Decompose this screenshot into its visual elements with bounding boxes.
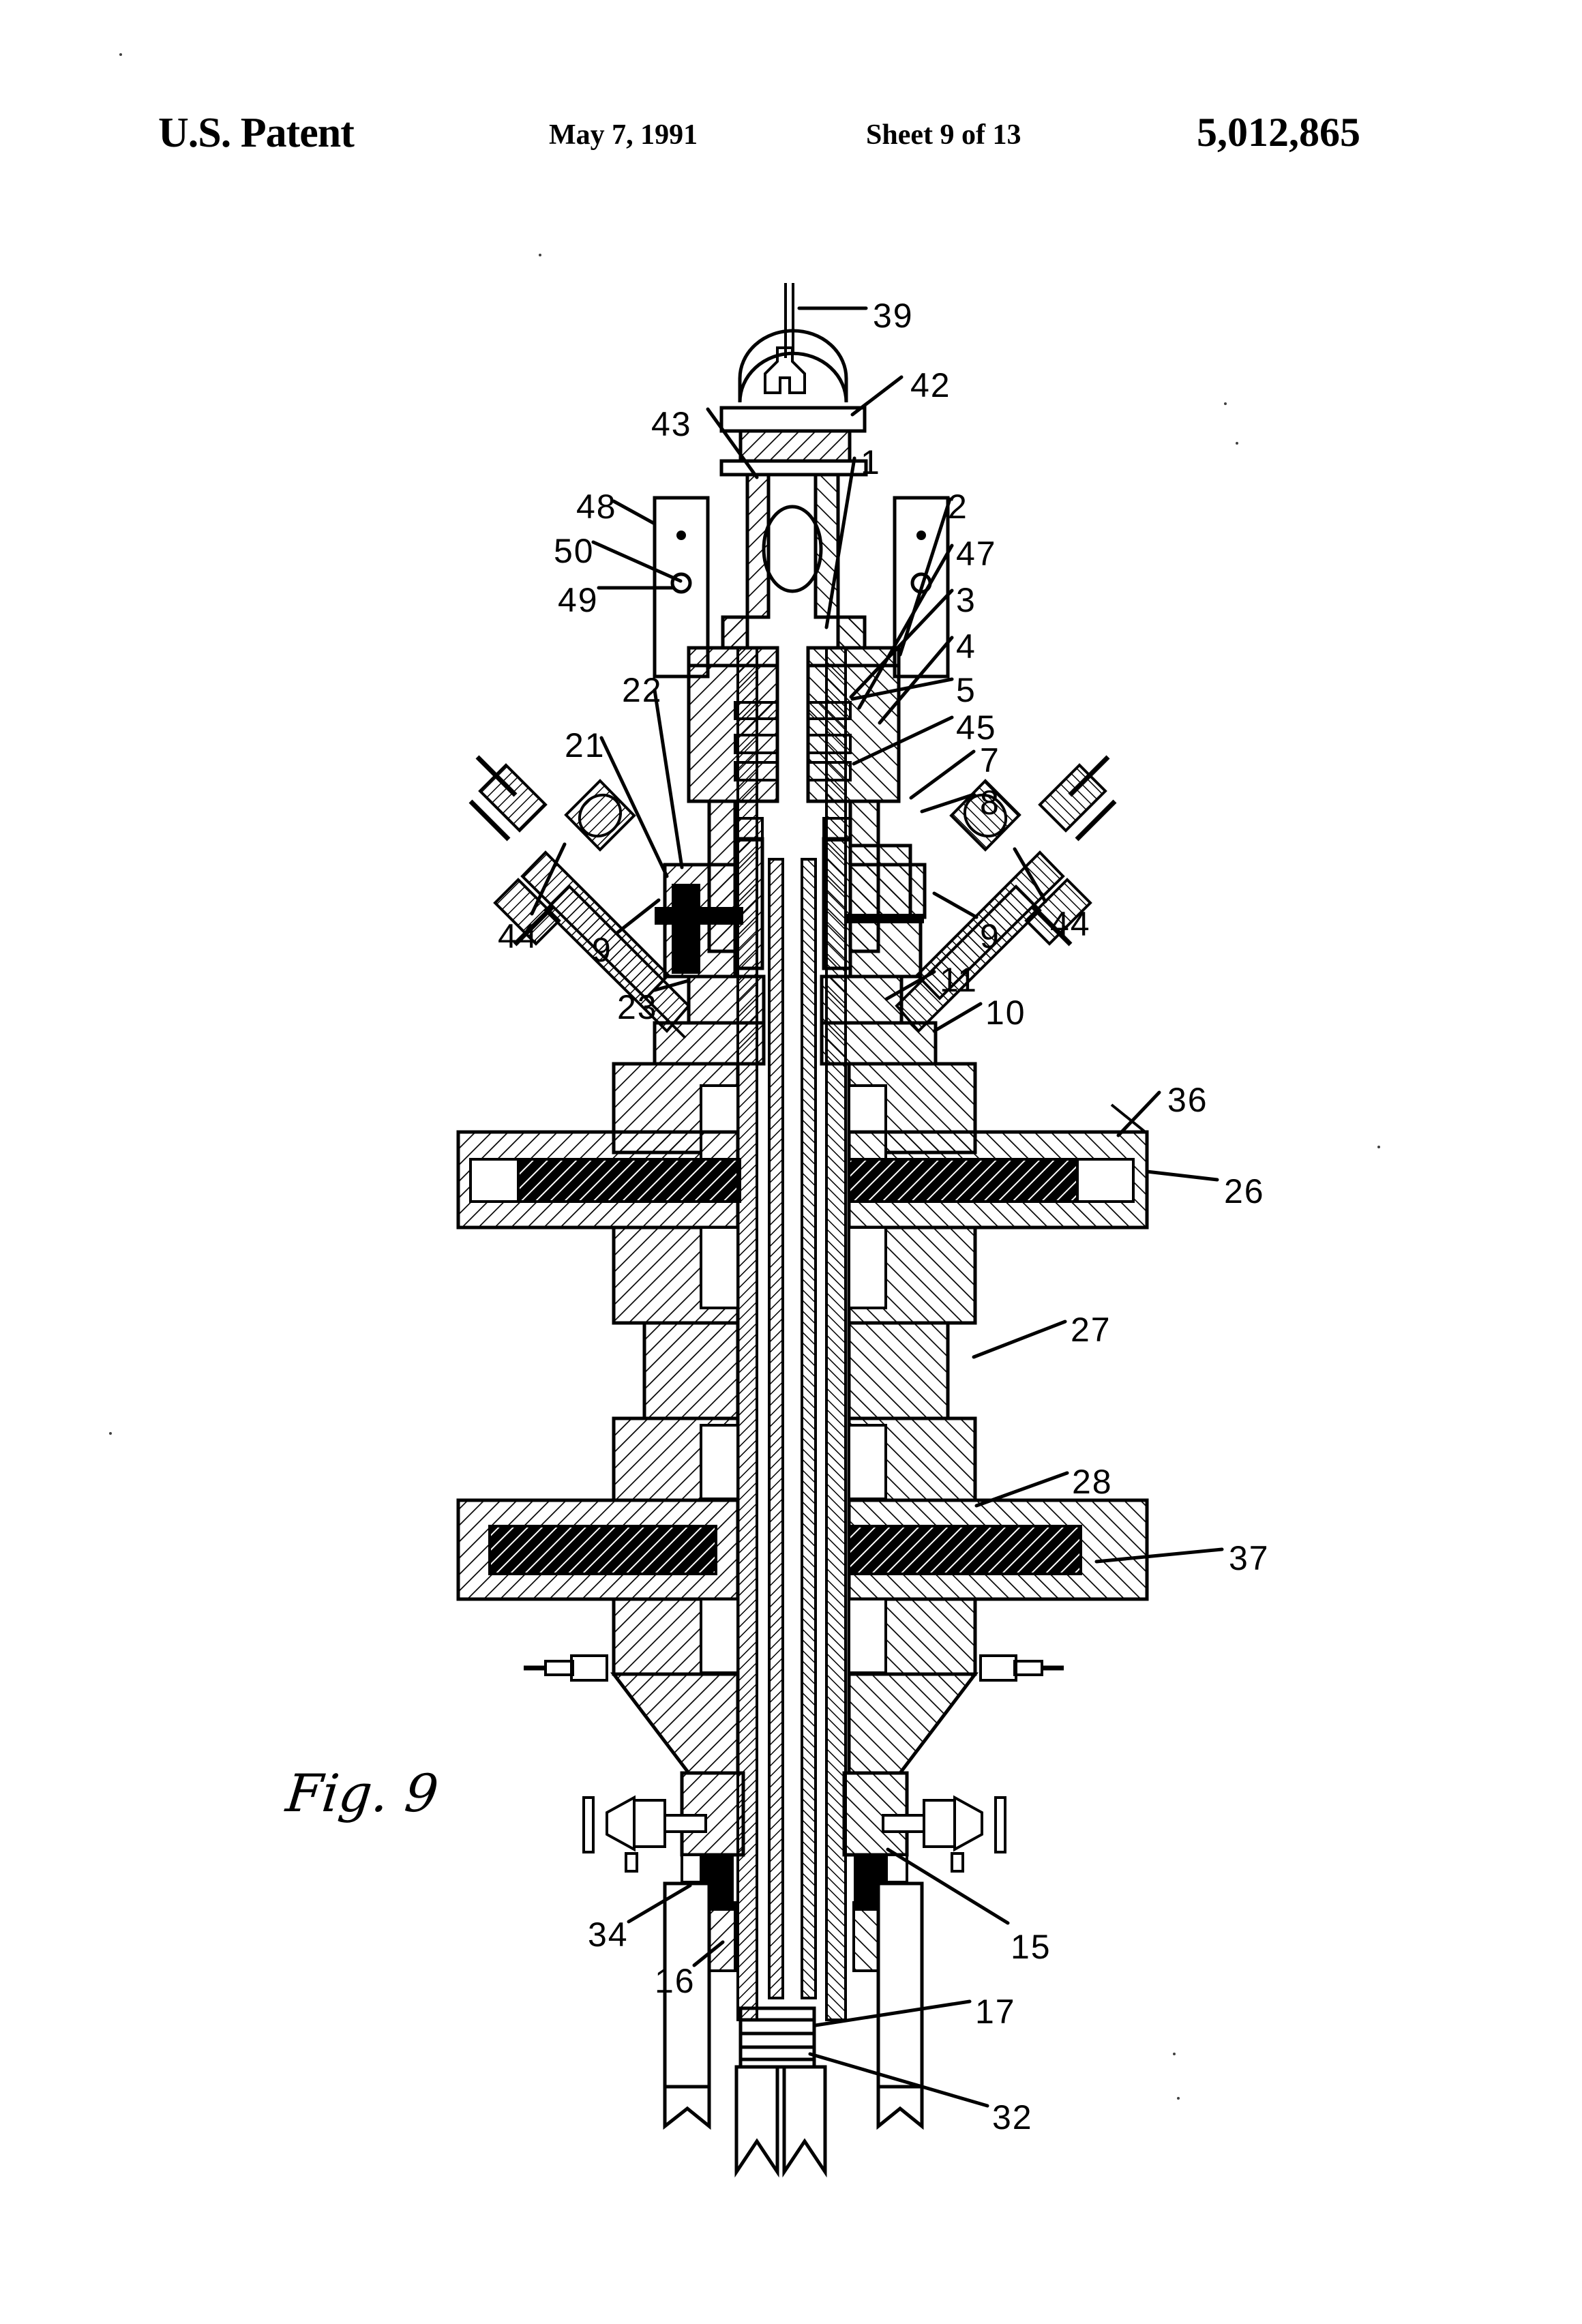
scan-speck xyxy=(119,53,122,56)
scan-speck xyxy=(1377,1146,1380,1148)
reference-numeral-50: 50 xyxy=(554,532,595,570)
reference-numeral-27: 27 xyxy=(1071,1311,1111,1349)
reference-numeral-44: 44 xyxy=(498,917,539,955)
scan-speck xyxy=(109,1432,112,1435)
reference-numeral-21: 21 xyxy=(565,726,606,764)
head-flange-group xyxy=(653,496,950,803)
scan-speck xyxy=(1236,442,1238,445)
reference-numeral-9: 9 xyxy=(980,917,1000,955)
reference-numeral-7: 7 xyxy=(980,741,1000,779)
upper-neck-group xyxy=(721,473,867,650)
reference-numeral-23: 23 xyxy=(617,988,658,1026)
patent-number: 5,012,865 xyxy=(1197,110,1360,155)
lower-spool-group xyxy=(524,1597,1064,1775)
scan-speck xyxy=(1177,2097,1180,2100)
side-valve-left xyxy=(468,755,691,1039)
scan-speck xyxy=(539,254,541,256)
central-tubing-string xyxy=(736,646,847,2021)
reference-numeral-26: 26 xyxy=(1224,1172,1265,1210)
scan-speck xyxy=(1173,2053,1176,2055)
side-valve-right xyxy=(895,755,1117,1033)
reference-numeral-10: 10 xyxy=(985,994,1026,1032)
reference-numeral-43: 43 xyxy=(651,405,692,443)
reference-numeral-32: 32 xyxy=(992,2098,1033,2136)
reference-numeral-48: 48 xyxy=(576,488,617,526)
reference-numeral-34: 34 xyxy=(588,1916,629,1954)
reference-numeral-28: 28 xyxy=(1072,1463,1113,1501)
reference-numeral-1: 1 xyxy=(861,443,881,481)
reference-numeral-17: 17 xyxy=(975,1993,1016,2031)
reference-numeral-11: 11 xyxy=(940,961,978,999)
mid-column-27-group xyxy=(612,1225,977,1502)
reference-numeral-45: 45 xyxy=(956,709,997,747)
ram-body-26-group xyxy=(456,1103,1149,1230)
scan-speck xyxy=(1224,402,1227,405)
spool-7-8-group xyxy=(655,844,927,979)
patent-sheet-label: Sheet 9 of 13 xyxy=(866,119,1021,151)
leader-lines xyxy=(530,306,1224,2108)
reference-numeral-3: 3 xyxy=(956,581,976,619)
reference-numeral-47: 47 xyxy=(956,535,997,573)
reference-numeral-49: 49 xyxy=(558,581,599,619)
patent-date: May 7, 1991 xyxy=(549,119,698,151)
reference-numeral-44: 44 xyxy=(1050,905,1091,943)
patent-header: U.S. Patent May 7, 1991 Sheet 9 of 13 5,… xyxy=(0,109,1582,191)
reference-numeral-15: 15 xyxy=(1011,1928,1051,1966)
reference-numeral-39: 39 xyxy=(873,297,914,335)
reference-numeral-42: 42 xyxy=(910,366,951,404)
reference-numeral-2: 2 xyxy=(948,488,968,526)
reference-numeral-37: 37 xyxy=(1229,1539,1270,1577)
reference-numeral-5: 5 xyxy=(956,671,976,709)
reference-numeral-36: 36 xyxy=(1167,1081,1208,1119)
reference-numeral-22: 22 xyxy=(622,671,663,709)
reference-numeral-8: 8 xyxy=(980,784,1000,822)
bottom-valve-group xyxy=(582,1771,1006,2178)
patent-office-label: U.S. Patent xyxy=(158,110,355,156)
reference-numeral-9: 9 xyxy=(592,931,612,969)
reference-numeral-4: 4 xyxy=(956,627,976,666)
lifting-bail-group xyxy=(719,283,868,477)
reference-numeral-16: 16 xyxy=(655,1962,696,2000)
ram-body-37-group xyxy=(456,1498,1149,1601)
